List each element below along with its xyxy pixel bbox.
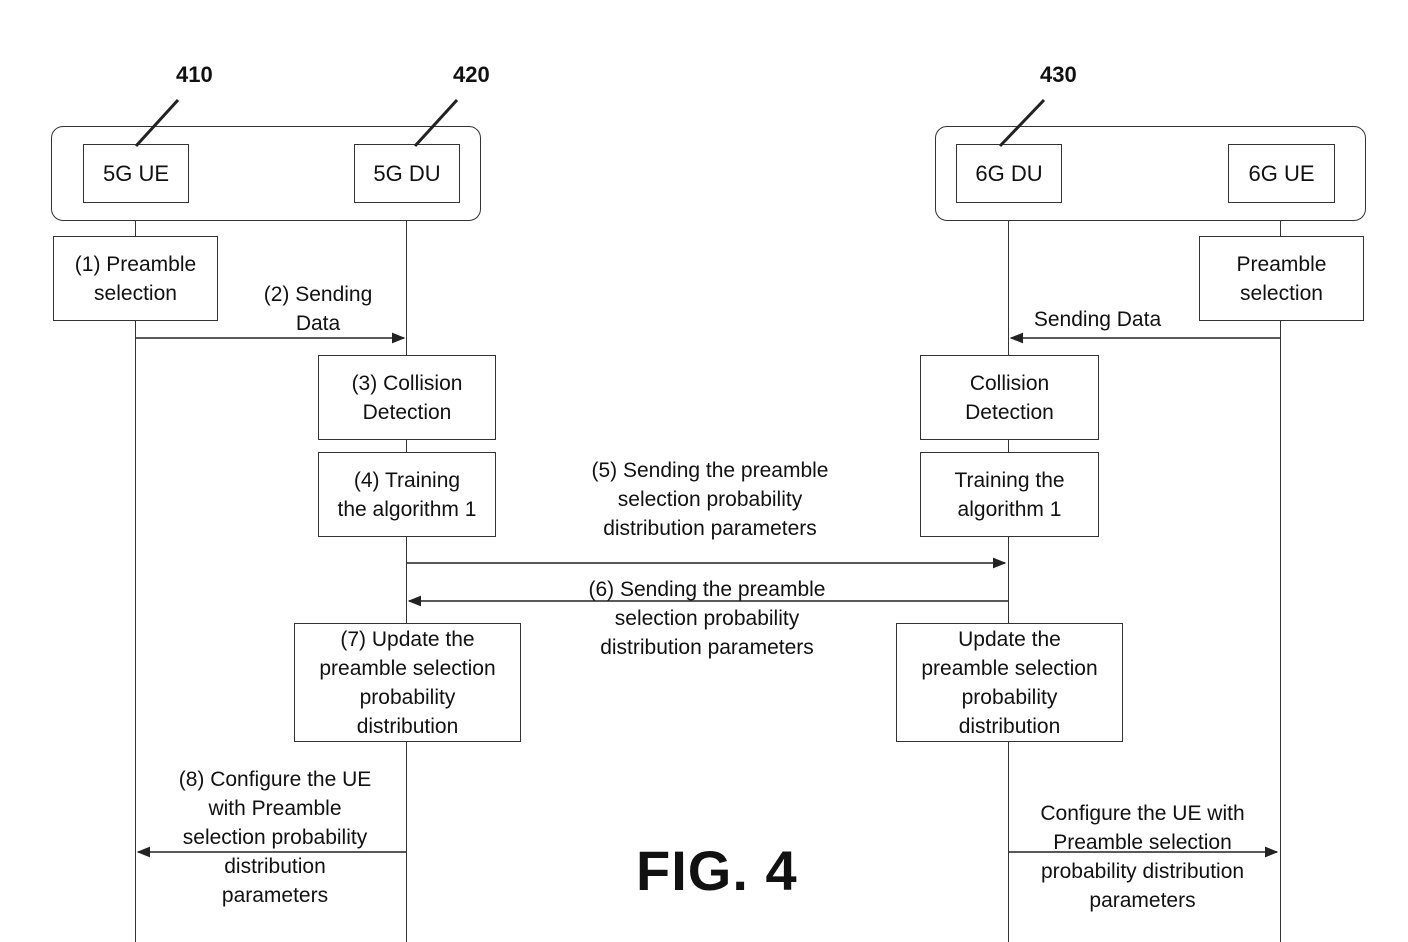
leader-430 bbox=[1000, 100, 1044, 146]
leader-410 bbox=[136, 100, 178, 146]
leader-420 bbox=[415, 100, 457, 146]
